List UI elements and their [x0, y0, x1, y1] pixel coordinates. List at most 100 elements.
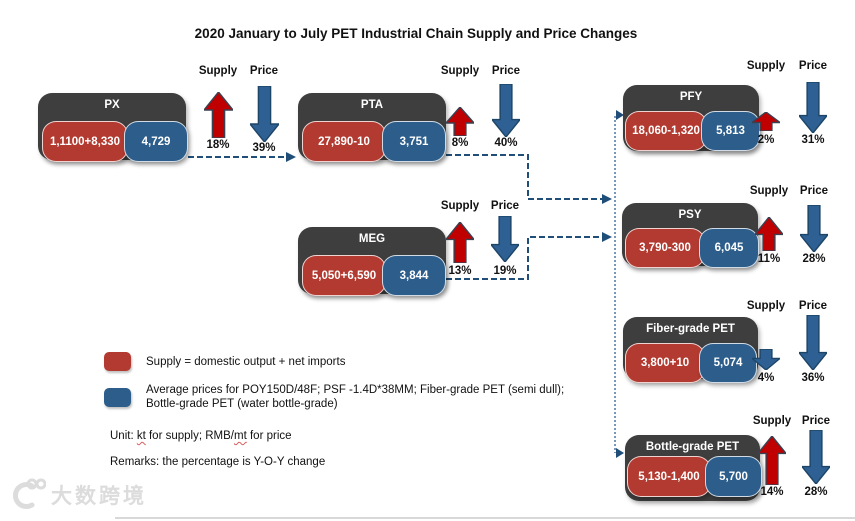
meg-price-pct: 19% [493, 265, 517, 277]
price-down-arrow [802, 430, 830, 484]
legend-price-swatch [104, 388, 131, 407]
px-price-change: Price 39% [241, 65, 287, 154]
meg-price-change: Price 19% [482, 200, 528, 277]
bottle-price-pill: 5,700 [705, 456, 762, 497]
price-down-arrow [799, 82, 827, 133]
page-title: 2020 January to July PET Industrial Chai… [194, 26, 638, 41]
supply-label: Supply [440, 200, 480, 212]
legend-price-note-line2: Bottle-grade PET (water bottle-grade) [146, 398, 338, 410]
psy-price-pill: 6,045 [699, 228, 759, 268]
psy-supply-pill: 3,790-300 [625, 228, 705, 268]
bottle-price-pct: 28% [804, 486, 828, 498]
meg-supply-pill: 5,050+6,590 [302, 255, 386, 296]
node-fiber-label: Fiber-grade PET [646, 323, 735, 335]
price-down-arrow [799, 315, 827, 370]
arrowhead-bus-to-bottle [616, 448, 624, 458]
supply-up-arrow [446, 107, 474, 136]
px-supply-change: Supply 18% [195, 65, 241, 151]
legend-supply-swatch [104, 352, 131, 371]
meg-supply-pct: 13% [448, 265, 472, 277]
supply-label: Supply [746, 300, 786, 312]
pta-supply-change: Supply 8% [437, 65, 483, 149]
pfy-supply-pill: 18,060-1,320 [625, 111, 707, 151]
pta-price-pct: 40% [494, 137, 518, 149]
supply-label: Supply [198, 65, 238, 77]
arrowhead-bus-to-pfy [616, 110, 624, 120]
px-supply-pill: 1,1100+8,330 [42, 121, 128, 162]
pfy-price-pill: 5,813 [701, 111, 760, 151]
price-label: Price [798, 300, 828, 312]
fiber-supply-change: Supply 4% [743, 300, 789, 384]
watermark-logo-icon [13, 478, 46, 509]
unit-prefix: Unit: [110, 430, 137, 442]
fiber-supply-pill: 3,800+10 [625, 343, 705, 383]
meg-supply-change: Supply 13% [437, 200, 483, 277]
remarks-note: Remarks: the percentage is Y-O-Y change [110, 456, 326, 468]
psy-price-pct: 28% [802, 253, 826, 265]
connector-meg-to-bus [446, 236, 602, 280]
node-bottle-label: Bottle-grade PET [645, 441, 740, 453]
fiber-price-pill: 5,074 [699, 343, 757, 383]
fiber-supply-pct: 4% [757, 372, 775, 384]
unit-mid: for supply; RMB/ [145, 430, 234, 442]
price-label: Price [490, 200, 520, 212]
fiber-price-change: Price 36% [790, 300, 836, 384]
legend-price-note: Average prices for POY150D/48F; PSF -1.4… [146, 383, 586, 411]
supply-label: Supply [746, 60, 786, 72]
node-pfy-label: PFY [679, 91, 703, 103]
pfy-price-pct: 31% [801, 134, 825, 146]
node-meg-label: MEG [358, 233, 386, 245]
watermark: 大数跨境 [8, 477, 147, 513]
node-px-label: PX [104, 99, 120, 111]
price-label: Price [798, 60, 828, 72]
psy-price-change: Price 28% [791, 185, 837, 265]
supply-up-arrow [446, 222, 474, 263]
bottom-divider [115, 517, 855, 519]
bottle-supply-pct: 14% [760, 486, 784, 498]
price-down-arrow [800, 205, 828, 252]
arrowhead-meg-to-bus [602, 232, 612, 242]
unit-mt: mt [234, 430, 247, 442]
supply-down-arrow [752, 349, 780, 370]
bottle-price-change: Price 28% [793, 415, 839, 498]
meg-price-pill: 3,844 [382, 255, 446, 296]
bottle-supply-change: Supply 14% [749, 415, 795, 498]
arrowhead-pta-to-bus [602, 194, 612, 204]
arrowhead-px-to-pta [286, 152, 296, 162]
price-down-arrow [249, 86, 279, 142]
pta-price-change: Price 40% [483, 65, 529, 149]
supply-up-arrow [758, 436, 786, 485]
price-label: Price [249, 65, 279, 77]
supply-up-arrow [752, 112, 780, 131]
supply-up-arrow [755, 217, 783, 251]
price-down-arrow [491, 216, 519, 262]
pfy-supply-pct: 2% [757, 134, 775, 146]
px-price-pill: 4,729 [124, 121, 188, 162]
psy-supply-pct: 11% [757, 253, 781, 265]
supply-label: Supply [749, 185, 789, 197]
unit-note: Unit: kt for supply; RMB/mt for price [110, 429, 292, 443]
psy-supply-change: Supply 11% [746, 185, 792, 265]
fiber-price-pct: 36% [801, 372, 825, 384]
watermark-text: 大数跨境 [51, 485, 147, 508]
unit-suffix: for price [246, 430, 292, 442]
pta-supply-pill: 27,890-10 [302, 121, 386, 162]
px-supply-pct: 18% [206, 139, 230, 151]
pta-supply-pct: 8% [451, 137, 469, 149]
supply-label: Supply [752, 415, 792, 427]
connector-pta-to-bus [446, 154, 602, 200]
node-psy-label: PSY [678, 209, 702, 221]
legend-price-note-line1: Average prices for POY150D/48F; PSF -1.4… [146, 384, 565, 396]
price-label: Price [799, 185, 829, 197]
price-label: Price [801, 415, 831, 427]
price-down-arrow [492, 84, 520, 137]
price-label: Price [491, 65, 521, 77]
pfy-supply-change: Supply 2% [743, 60, 789, 146]
supply-label: Supply [440, 65, 480, 77]
unit-kt: kt [136, 430, 146, 442]
legend-supply-note: Supply = domestic output + net imports [146, 356, 346, 368]
node-pta-label: PTA [360, 99, 384, 111]
pta-price-pill: 3,751 [382, 121, 446, 162]
